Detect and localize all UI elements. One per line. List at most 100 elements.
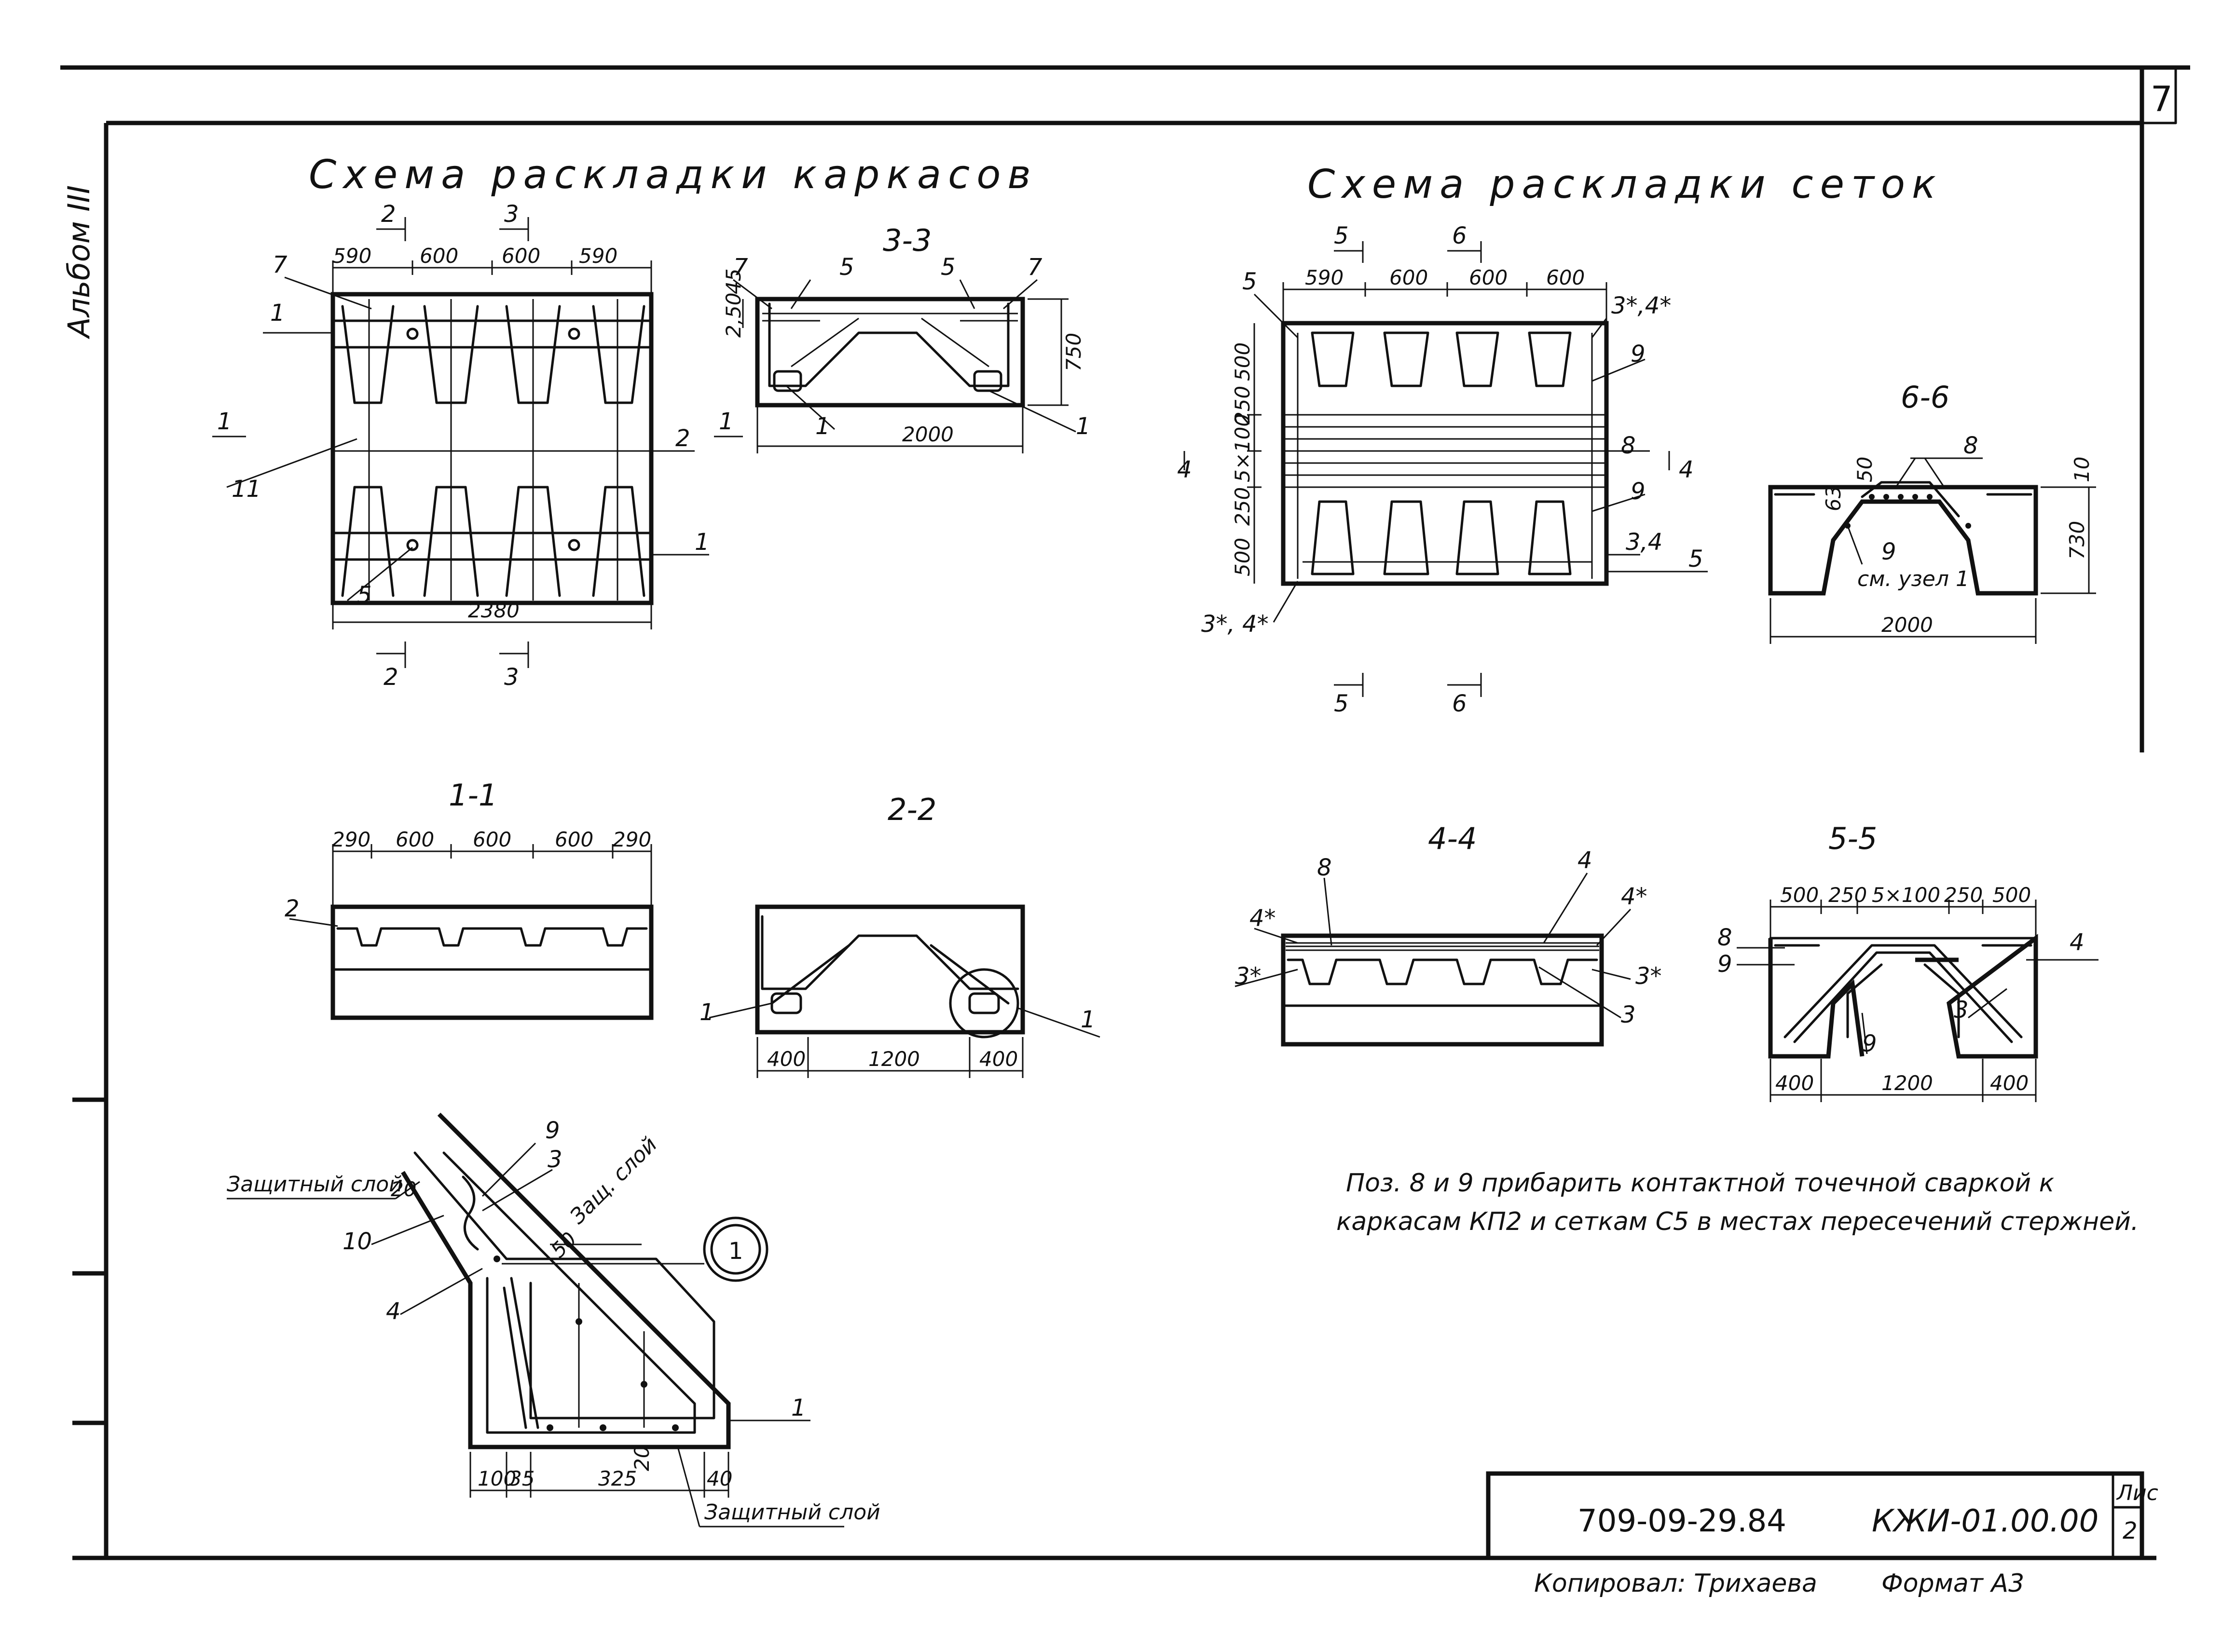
section-3-3-dims	[742, 298, 1069, 453]
frames-scheme-dims	[212, 217, 743, 668]
sheet-format: Формат А3	[1881, 1569, 2024, 1598]
node-callout-1: 1	[791, 1394, 806, 1421]
s66-dim-2000: 2000	[1881, 613, 1933, 637]
node-dim-20-bottom: 20	[630, 1446, 654, 1471]
section-5-5-dims	[1769, 900, 2037, 1102]
sheet-number: 2	[2123, 1517, 2138, 1544]
mesh-dim-250-top: 250	[1231, 386, 1254, 424]
node-protective-layer-bottom: Защитный слой	[704, 1500, 880, 1525]
mesh-cut-4-right: 4	[1679, 456, 1694, 483]
s55-callout-8: 8	[1717, 924, 1732, 951]
section-2-2-drawing	[755, 904, 1025, 1038]
dim-600-b: 600	[502, 244, 540, 268]
section-1-1-drawing	[330, 904, 654, 1020]
section-2-2-title: 2-2	[888, 792, 936, 827]
mesh-scheme-plan	[1281, 321, 1609, 586]
s55-dim-250-left: 250	[1828, 883, 1867, 907]
mesh-callout-9-top: 9	[1631, 341, 1646, 368]
node-callout-3: 3	[548, 1146, 562, 1173]
note-line-2: каркасам КП2 и сеткам С5 в местах пересе…	[1336, 1207, 2139, 1236]
s55-dim-500-left: 500	[1780, 883, 1819, 907]
s33-callout-5-left: 5	[839, 254, 854, 281]
callout-1-bottom: 1	[695, 529, 710, 556]
dim-750: 750	[1062, 333, 1085, 371]
cut-mark-1-left: 1	[217, 408, 232, 435]
s55-callout-9-bottom: 9	[1862, 1030, 1877, 1057]
section-1-1-dims	[289, 844, 652, 927]
section-5-5-title: 5-5	[1828, 821, 1877, 856]
cut-mark-2-top: 2	[381, 201, 396, 228]
mesh-scheme-dims	[1183, 241, 1670, 697]
s44-callout-8: 8	[1317, 854, 1332, 881]
callout-11: 11	[232, 476, 261, 503]
node-1-drawing	[401, 1112, 731, 1449]
s66-dim-10: 10	[2070, 457, 2094, 482]
section-5-5-drawing	[1768, 934, 2038, 1059]
node-dim-325: 325	[598, 1467, 637, 1490]
mesh-dim-5x100: 5×100	[1231, 414, 1254, 482]
node-1-marker	[703, 1216, 768, 1282]
s44-callout-4-star-right: 4*	[1621, 883, 1647, 910]
s66-see-node: см. узел 1	[1857, 567, 1969, 591]
s33-callout-7-right: 7	[1028, 254, 1042, 281]
s11-dim-290-right: 290	[613, 828, 651, 851]
callout-5: 5	[357, 582, 372, 609]
section-2-2-dims	[709, 1002, 1100, 1078]
note-line-1: Поз. 8 и 9 прибарить контактной точечной…	[1346, 1169, 2055, 1198]
mesh-callout-8: 8	[1621, 432, 1636, 459]
dim-45: 45	[722, 269, 745, 294]
s55-dim-250-right: 250	[1944, 883, 1983, 907]
s33-callout-1-left: 1	[815, 413, 830, 440]
mesh-cut-5-top: 5	[1334, 222, 1349, 249]
callout-1-top: 1	[270, 300, 285, 327]
cut-mark-2-bottom: 2	[384, 664, 398, 691]
s66-dim-63: 63	[1822, 486, 1845, 511]
mesh-dim-500-bottom: 500	[1231, 538, 1254, 576]
section-5-5-leaders	[1737, 947, 2099, 1054]
mesh-dim-250-bottom: 250	[1231, 487, 1254, 526]
mesh-dim-500-top: 500	[1231, 342, 1254, 381]
cut-mark-3-top: 3	[504, 201, 519, 228]
page-number: 7	[2151, 79, 2173, 119]
mesh-cut-4-left: 4	[1177, 456, 1192, 483]
s44-callout-4-star-left: 4*	[1249, 905, 1276, 932]
s11-dim-600-a: 600	[396, 828, 434, 851]
s55-dim-500-right: 500	[1992, 883, 2031, 907]
album-label: Альбом III	[61, 185, 96, 340]
node-callout-10: 10	[343, 1228, 372, 1255]
dim-2000: 2000	[902, 423, 954, 446]
s66-callout-8: 8	[1963, 432, 1978, 459]
mesh-callout-3-4-star-top: 3*,4*	[1611, 292, 1671, 319]
mesh-dim-600-c: 600	[1546, 266, 1585, 289]
s66-dim-730: 730	[2065, 521, 2089, 560]
dim-590-left: 590	[333, 244, 371, 268]
s22-dim-400-left: 400	[767, 1047, 806, 1071]
section-6-6-drawing	[1768, 481, 2038, 596]
s33-callout-1-right: 1	[1076, 413, 1091, 440]
node-dim-100: 100	[478, 1467, 516, 1490]
s44-callout-3-star-left: 3*	[1235, 963, 1262, 990]
section-6-6-dims	[1769, 457, 2096, 644]
s44-callout-3-star-right: 3*	[1635, 963, 1662, 990]
sheet-frame	[60, 65, 2190, 1560]
section-4-4-leaders	[1234, 873, 1632, 1019]
node-dim-50: 50	[546, 1228, 581, 1262]
section-3-3-title: 3-3	[883, 223, 932, 258]
mesh-scheme-title: Схема раскладки сеток	[1307, 162, 1943, 207]
s55-dim-5x100: 5×100	[1872, 883, 1940, 907]
s22-dim-400-right: 400	[979, 1047, 1018, 1071]
s55-dim-400-right: 400	[1990, 1071, 2029, 1095]
section-4-4-title: 4-4	[1428, 821, 1477, 856]
mesh-cut-6-bottom: 6	[1452, 690, 1467, 717]
section-3-3-leaders	[733, 279, 1076, 433]
node-dim-35: 35	[509, 1467, 535, 1490]
s22-dim-1200: 1200	[868, 1047, 920, 1071]
section-1-1-title: 1-1	[449, 778, 497, 813]
mesh-dim-600-b: 600	[1469, 266, 1508, 289]
dim-590-right: 590	[579, 244, 617, 268]
mesh-callout-3-4: 3,4	[1626, 529, 1662, 556]
s33-callout-7-left: 7	[733, 254, 748, 281]
s11-callout-2: 2	[285, 895, 300, 922]
mesh-callout-3-4-star-bottom: 3*, 4*	[1201, 611, 1269, 638]
